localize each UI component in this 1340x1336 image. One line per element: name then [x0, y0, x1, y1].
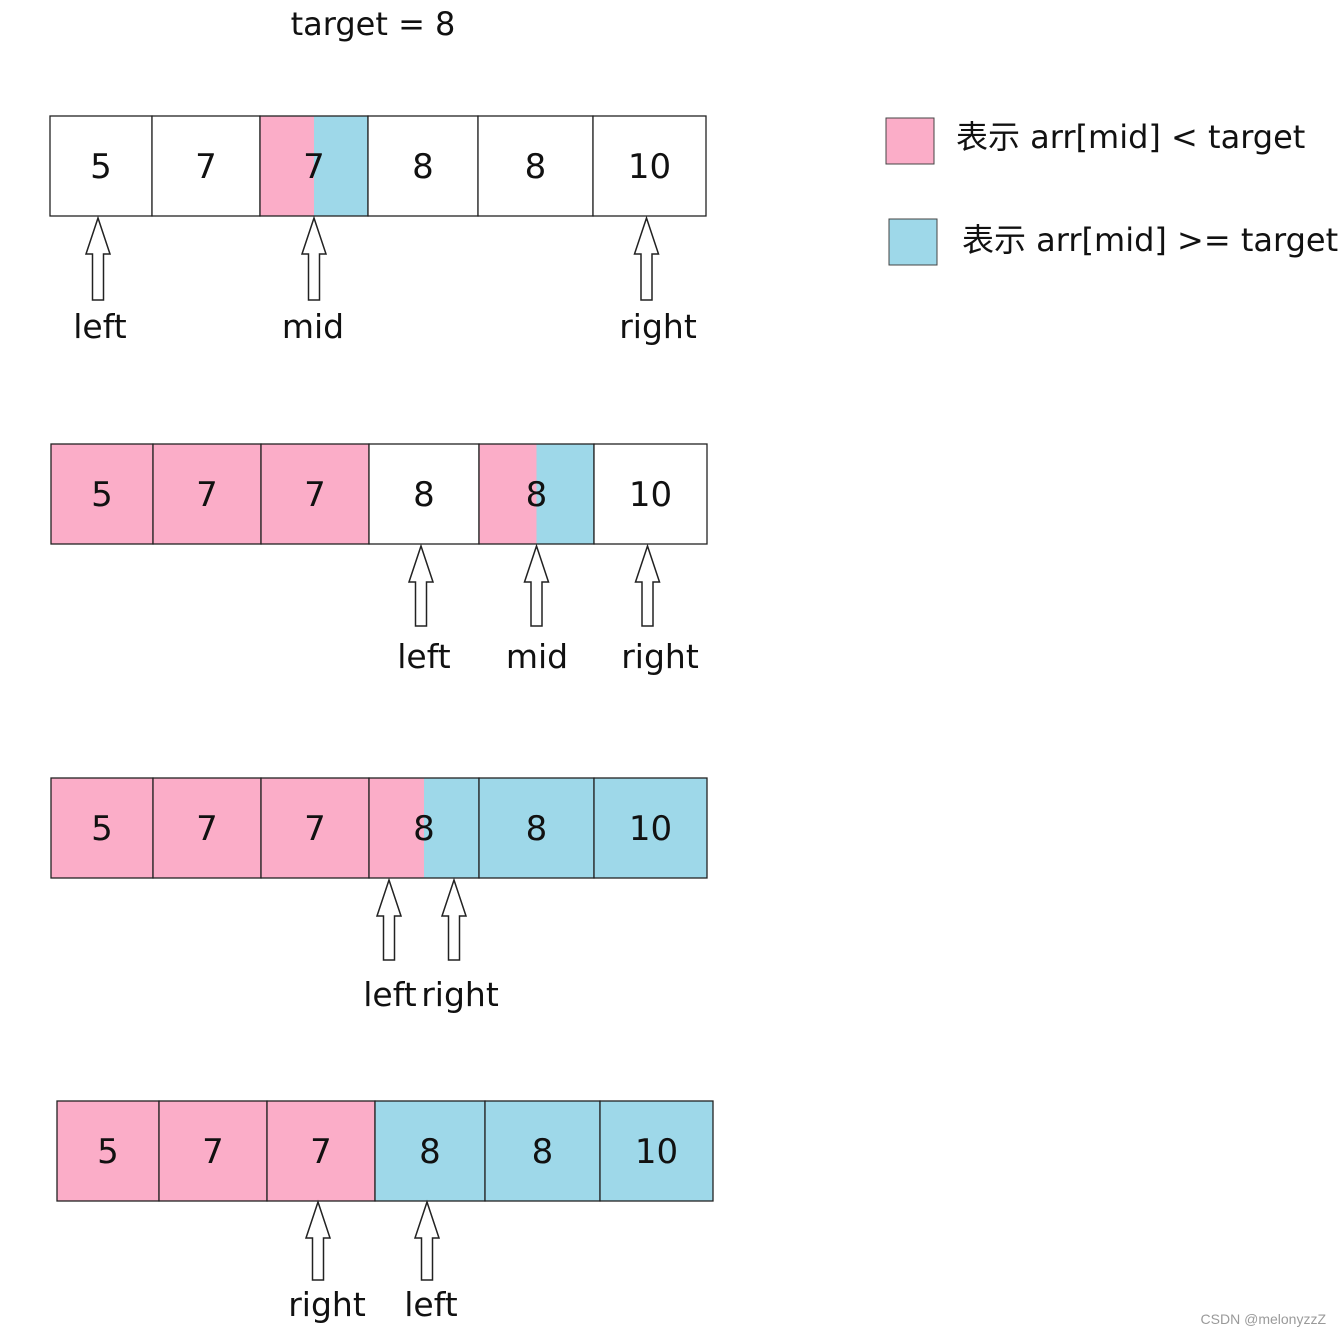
cell-fill — [159, 1101, 267, 1201]
cell-value: 7 — [196, 475, 218, 515]
cell-value: 7 — [304, 809, 326, 849]
legend-swatch — [888, 218, 938, 266]
pointer-arrow-mid — [523, 543, 550, 627]
array-row-2: 5 7 7 8 8 10 left mid right — [50, 443, 708, 676]
cell-fill — [261, 778, 369, 878]
cell-fill — [478, 116, 593, 216]
pointer-arrow-right — [633, 215, 660, 301]
cell-border — [593, 777, 708, 879]
legend-item-2: 表示 arr[mid] >= target — [888, 218, 1338, 266]
cell-value: 5 — [91, 475, 113, 515]
pointer-arrow-left — [413, 1199, 441, 1281]
cell-value: 7 — [196, 809, 218, 849]
pointer-label-left: left — [404, 1285, 458, 1324]
pointer-label-left: left — [363, 975, 417, 1014]
cell-value: 8 — [419, 1132, 441, 1172]
pointer-label-left: left — [73, 307, 127, 346]
cell-fill — [594, 778, 707, 878]
cell-fill — [485, 1101, 600, 1201]
watermark: CSDN @melonyzzZ — [1201, 1311, 1327, 1327]
cell-fill — [479, 778, 594, 878]
cell-value: 8 — [413, 809, 435, 849]
pointer-arrow-left — [84, 215, 112, 301]
pointer-label-mid: mid — [282, 307, 344, 346]
legend-item-1: 表示 arr[mid] < target — [885, 117, 1305, 165]
cell-fill — [600, 1101, 713, 1201]
cell-value: 5 — [90, 147, 112, 187]
pointer-label-right: right — [421, 975, 499, 1014]
pointer-arrow-right — [634, 543, 661, 627]
cell-fill — [152, 116, 260, 216]
cell-fill — [50, 116, 152, 216]
legend-swatch — [885, 117, 935, 165]
cell-fill — [51, 444, 153, 544]
cell-value: 10 — [628, 147, 671, 187]
cell-fill — [267, 1101, 375, 1201]
cell-fill — [153, 444, 261, 544]
cell-right-half — [314, 116, 368, 216]
legend-label: 表示 arr[mid] < target — [956, 118, 1305, 156]
cell-value: 7 — [195, 147, 217, 187]
pointer-label-right: right — [288, 1285, 366, 1324]
cell-value: 8 — [413, 475, 435, 515]
pointer-label-right: right — [619, 307, 697, 346]
cell-value: 7 — [310, 1132, 332, 1172]
cell-right-half — [536, 444, 594, 544]
cell-fill — [369, 444, 479, 544]
cell-value: 10 — [635, 1132, 678, 1172]
cell-value: 7 — [202, 1132, 224, 1172]
cell-value: 10 — [629, 809, 672, 849]
legend: 表示 arr[mid] < target 表示 arr[mid] >= targe… — [885, 117, 1338, 266]
cell-fill — [261, 444, 369, 544]
cell-fill — [594, 444, 707, 544]
cell-value: 8 — [532, 1132, 554, 1172]
cell-value: 10 — [629, 475, 672, 515]
cell-left-half — [260, 116, 314, 216]
cell-fill — [593, 116, 706, 216]
pointer-arrow-right — [304, 1199, 332, 1281]
cell-fill — [51, 778, 153, 878]
array-rows: 5 7 7 8 8 10 left mid right 5 7 7 8 8 10 left mid right 5 7… — [49, 115, 714, 1324]
pointer-arrow-left — [407, 543, 435, 627]
cell-value: 5 — [97, 1132, 119, 1172]
cell-value: 8 — [526, 475, 548, 515]
cell-value: 8 — [525, 147, 547, 187]
cell-border — [599, 1100, 714, 1202]
cell-right-half — [424, 778, 479, 878]
cell-value: 7 — [304, 475, 326, 515]
pointer-arrow-mid — [300, 215, 328, 301]
pointer-label-right: right — [621, 637, 699, 676]
array-row-1: 5 7 7 8 8 10 left mid right — [49, 115, 707, 346]
pointer-arrow-left — [375, 877, 403, 961]
array-row-4: 5 7 7 8 8 10 right left — [56, 1100, 714, 1324]
pointer-label-left: left — [397, 637, 451, 676]
cell-fill — [368, 116, 478, 216]
diagram-title: target = 8 — [291, 5, 456, 43]
cell-left-half — [369, 778, 424, 878]
cell-fill — [153, 778, 261, 878]
cell-left-half — [479, 444, 537, 544]
legend-label: 表示 arr[mid] >= target — [962, 221, 1338, 259]
cell-fill — [375, 1101, 485, 1201]
cell-value: 5 — [91, 809, 113, 849]
cell-fill — [57, 1101, 159, 1201]
cell-value: 7 — [303, 147, 325, 187]
cell-value: 8 — [526, 809, 548, 849]
pointer-label-mid: mid — [506, 637, 568, 676]
pointer-arrow-right — [440, 877, 468, 961]
cell-border — [593, 443, 708, 545]
cell-value: 8 — [412, 147, 434, 187]
cell-border — [592, 115, 707, 217]
